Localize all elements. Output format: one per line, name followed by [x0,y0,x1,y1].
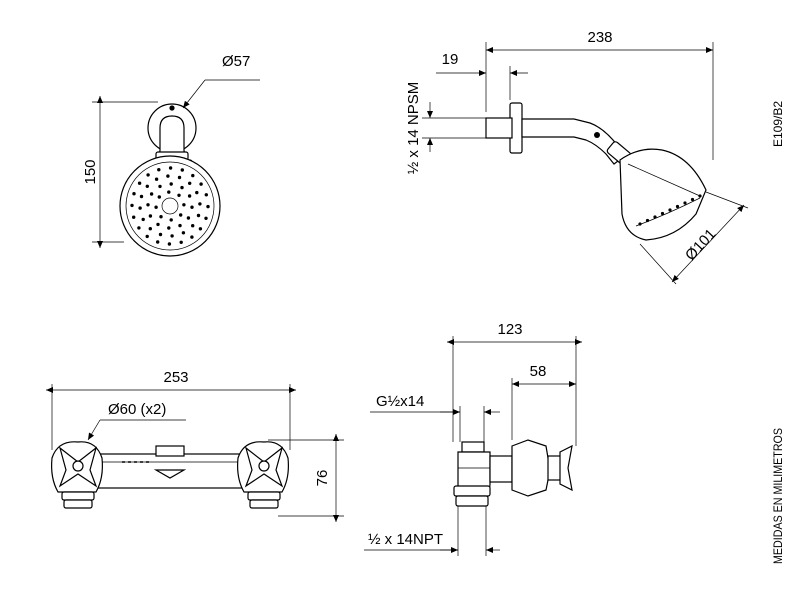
nozzle-dot [154,205,158,209]
nozzle-dot [206,204,210,209]
nozzle-dot [156,222,160,227]
mixer-front-view: 253 Ø60 (x2) 76 [46,369,344,522]
outlet-thread-label: ½ x 14NPT [368,531,443,548]
nozzle-dot [675,204,680,209]
nozzle-dot [154,177,159,181]
nozzle-dot [177,193,181,197]
nozzle-dot [170,234,174,238]
height-76-label: 76 [314,470,331,487]
nozzle-dot [156,240,160,244]
nozzle-dot [653,215,657,219]
handle-58-label: 58 [530,363,547,380]
nozzle-dot [199,182,203,186]
nozzle-dot [690,197,695,202]
nozzle-dot [179,240,183,244]
nozzle-dot [177,175,182,180]
nozzle-dot [660,211,665,216]
shower-arm-side-view: 238 19 ½ x 14 NPSM Ø101 [405,29,749,285]
nozzle-dot [180,168,184,172]
nozzle-dot [698,194,702,198]
nozzle-dot [167,226,171,230]
nozzle-dot [158,232,163,237]
nozzle-dot [132,192,136,196]
nozzle-dot [158,184,162,189]
drawing-code: E109/B2 [771,101,785,147]
nozzle-dot [204,193,208,197]
nozzle-dot [167,190,171,194]
inlet-thread-label: G½x14 [376,393,424,410]
nozzle-dot [179,213,183,217]
nozzle-dot [157,195,161,199]
nozzle-dot [145,184,149,188]
diameter-57-label: Ø57 [222,53,250,70]
nozzle-dot [195,190,199,195]
flange-19-label: 19 [442,51,459,68]
nozzle-dot [198,202,202,206]
shower-head-front-view: Ø57 150 [82,53,260,257]
nozzle-dot [139,194,144,199]
thread-npsm-label: ½ x 14 NPSM [405,82,422,175]
nozzle-pattern [130,166,210,246]
nozzle-dot [132,215,136,219]
nozzle-dot [190,205,194,209]
nozzle-dot [204,216,208,220]
nozzle-dot [190,235,194,239]
nozzle-dot [159,215,163,219]
nozzle-dot [196,213,201,218]
nozzle-dot [187,194,192,198]
nozzle-dot [169,218,173,222]
nozzle-dot [191,173,195,178]
nozzle-dot [149,192,154,196]
nozzle-dot [130,203,134,208]
nozzle-dot [645,218,650,223]
nozzle-dot [180,185,184,190]
nozzle-dot [137,226,141,230]
height-150-label: 150 [82,159,99,184]
nozzle-dot [141,217,145,222]
nozzle-dot [138,206,142,210]
nozzle-dot [182,203,186,207]
nozzle-dot [178,223,182,228]
nozzle-dot [167,242,172,246]
nozzle-dot [683,201,687,205]
nozzle-dot [169,182,173,186]
nozzle-dot [146,173,150,177]
depth-123-label: 123 [497,321,522,338]
nozzle-dot [166,174,170,178]
width-253-label: 253 [163,369,188,386]
nozzle-dot [145,234,149,239]
nozzle-dot [168,166,173,170]
nozzle-dot [198,227,203,231]
valve-side-view: 123 58 G½x14 ½ x 14NPT [364,321,582,556]
nozzle-dot [186,216,191,220]
nozzle-dot [191,224,195,228]
nozzle-dot [148,214,153,218]
nozzle-dot [146,203,150,207]
nozzle-dot [668,208,672,212]
nozzle-dot [638,222,642,226]
nozzle-dot [181,231,186,235]
units-note: MEDIDAS EN MILIMETROS [771,428,785,564]
handle-diameter-label: Ø60 (x2) [108,401,166,418]
nozzle-dot [188,181,192,185]
length-238-label: 238 [587,29,612,46]
diameter-101-label: Ø101 [682,226,719,264]
nozzle-dot [148,227,152,231]
nozzle-dot [157,168,161,172]
nozzle-dot [137,181,142,185]
